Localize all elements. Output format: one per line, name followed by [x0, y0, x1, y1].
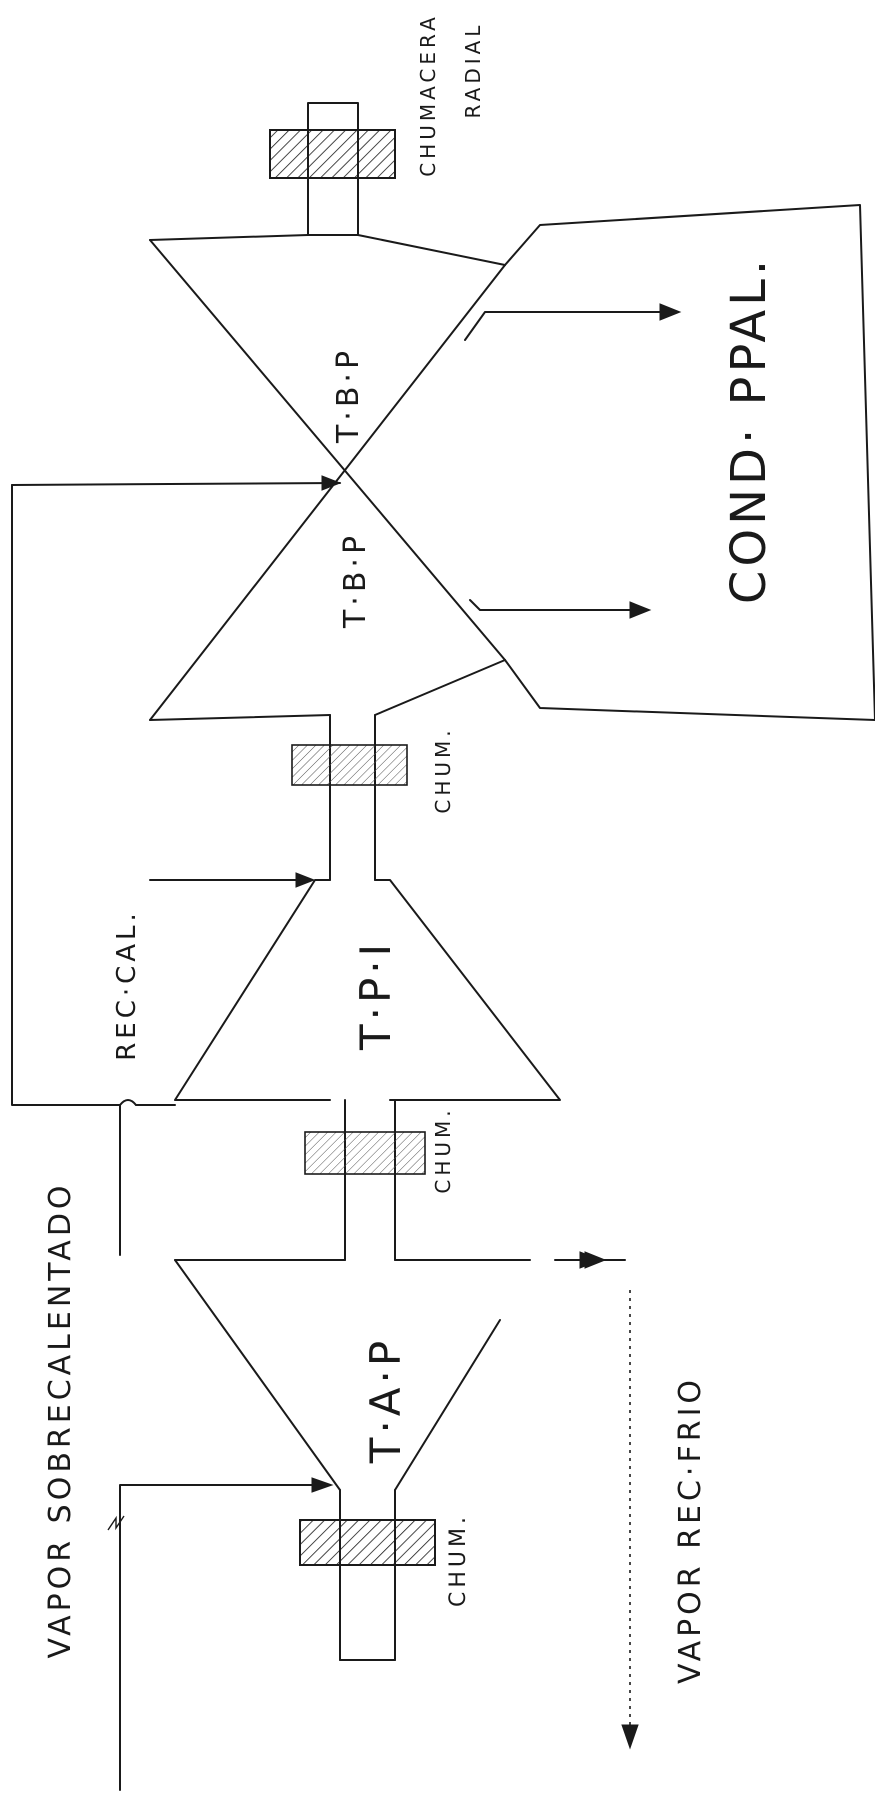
shaft-lp-ip [291, 714, 408, 881]
label-vapor-sobrecalentado: VAPOR SOBRECALENTADO [43, 1181, 78, 1658]
label-vapor-rec-frio: VAPOR REC·FRIO [673, 1376, 708, 1684]
label-tbp-upper: T·B·P [331, 347, 366, 444]
hp-shaft [299, 1489, 436, 1661]
label-chum-2: CHUM. [431, 1106, 455, 1193]
label-chumacera: CHUMACERA [416, 13, 440, 177]
radial-bearing-hatch [269, 129, 396, 179]
label-tap: T·A·P [361, 1337, 410, 1464]
bearing-3-hatch [299, 1519, 436, 1566]
labels: T·B·P T·B·P COND· PPAL. T·P·I T·A·P CHUM… [43, 13, 777, 1684]
lp-turbine [149, 234, 682, 721]
label-cond: COND· PPAL. [721, 256, 777, 604]
radial-bearing [269, 102, 396, 236]
hp-turbine [174, 1251, 639, 1750]
label-rec-cal: REC·CAL. [112, 909, 142, 1061]
label-chum-3: CHUM. [446, 1513, 471, 1607]
label-radial: RADIAL [461, 22, 485, 119]
ip-turbine [149, 872, 561, 1101]
label-chum-1: CHUM. [431, 726, 455, 813]
bearing-1-hatch [291, 744, 408, 786]
crossover-line [11, 475, 342, 1106]
superheated-steam-inlet [107, 1477, 334, 1791]
bearing-2-hatch [304, 1131, 426, 1175]
label-tpi: T·P·I [351, 940, 400, 1051]
shaft-ip-hp [119, 1099, 426, 1261]
label-tbp-lower: T·B·P [338, 532, 373, 629]
main-condenser [504, 204, 875, 721]
